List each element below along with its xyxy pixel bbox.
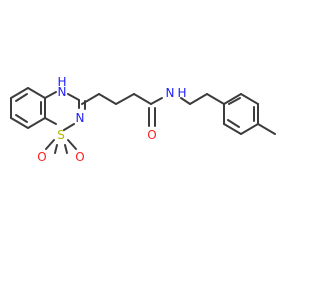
bond — [206, 93, 225, 105]
atom-o-sulfonyl-right: O — [75, 150, 84, 164]
bond — [180, 97, 191, 105]
bond — [15, 93, 28, 102]
atom-label-h: H — [177, 86, 186, 100]
atom-nh-ring: H N — [57, 75, 66, 99]
bond — [64, 144, 68, 154]
bond — [27, 117, 46, 129]
bond — [98, 93, 117, 105]
bond — [257, 123, 276, 135]
bond — [240, 123, 259, 135]
bond — [15, 114, 28, 123]
atom-label-h: H — [57, 75, 66, 89]
bond — [223, 93, 242, 105]
atom-o-sulfonyl-left: O — [37, 150, 46, 164]
bond — [227, 119, 240, 128]
bond — [189, 93, 208, 105]
bond — [54, 144, 58, 154]
bond — [240, 93, 259, 105]
atom-o-amide: O — [147, 128, 156, 142]
atom-nh-amide: N H — [166, 86, 187, 100]
bond — [81, 93, 100, 105]
bond — [63, 123, 75, 131]
atom-label-n: N — [58, 85, 67, 99]
atom-s: S — [57, 128, 65, 142]
bond — [27, 87, 46, 99]
bond — [10, 87, 29, 99]
atom-labels: H N N S O O O N H — [37, 75, 186, 164]
bond — [115, 93, 135, 105]
bond — [45, 139, 55, 150]
chemical-structure: H N N S O O O N H — [10, 75, 276, 164]
bond — [228, 97, 241, 105]
bond — [150, 97, 163, 105]
bond — [223, 123, 242, 135]
bond — [44, 91, 57, 99]
bond — [133, 93, 152, 105]
atom-n-ring: N — [76, 111, 85, 125]
bond — [67, 93, 80, 101]
bond — [10, 117, 29, 129]
bond — [44, 117, 57, 125]
bond — [67, 139, 77, 150]
atom-label-n: N — [166, 86, 175, 100]
bonds — [10, 87, 276, 154]
